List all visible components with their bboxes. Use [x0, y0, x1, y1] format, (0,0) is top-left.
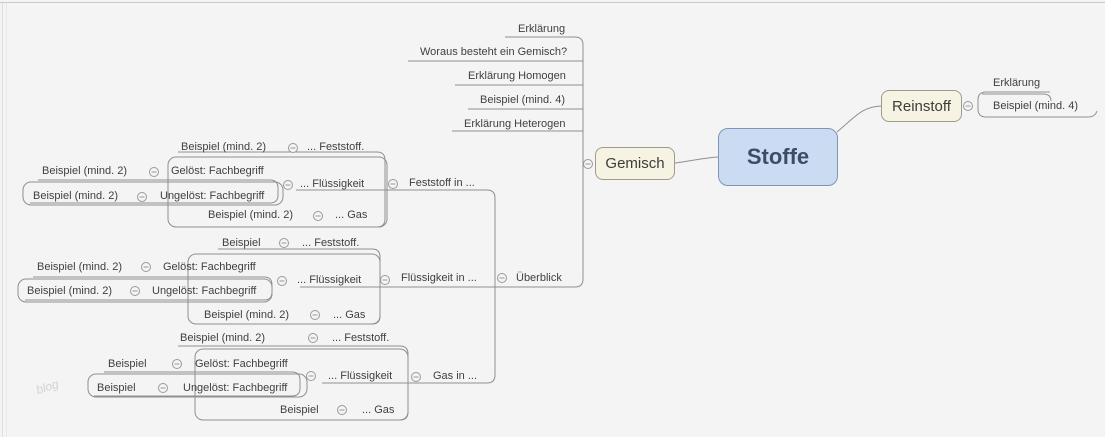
node-stoffe[interactable]: Stoffe [718, 128, 838, 186]
node-g2-geloest[interactable]: Gelöst: Fachbegriff [163, 261, 256, 273]
node-reinstoff-erklaerung[interactable]: Erklärung [993, 77, 1041, 89]
collapse-icon[interactable] [288, 143, 298, 153]
collapse-icon[interactable] [277, 276, 287, 286]
node-g3-feststoff-beispiel[interactable]: Beispiel (mind. 2) [180, 332, 265, 344]
node-g3-feststoff[interactable]: ... Feststoff. [332, 332, 390, 344]
node-g3-geloest-beispiel[interactable]: Beispiel [108, 358, 147, 370]
node-g2-feststoff[interactable]: ... Feststoff. [302, 237, 360, 249]
node-g2-geloest-beispiel[interactable]: Beispiel (mind. 2) [37, 261, 122, 273]
node-g1-fluessigkeit[interactable]: ... Flüssigkeit [300, 178, 365, 190]
collapse-icon[interactable] [158, 383, 168, 393]
collapse-icon[interactable] [411, 372, 421, 382]
window-left-border [2, 3, 3, 437]
edge-g3-inner [94, 371, 301, 397]
edge-reinstoff-beispiel [982, 93, 1052, 102]
collapse-icon[interactable] [308, 333, 318, 343]
collapse-icon[interactable] [283, 180, 293, 190]
node-g3-gas[interactable]: ... Gas [362, 404, 395, 416]
edge-stoffe-reinstoff [836, 105, 882, 133]
node-reinstoff[interactable]: Reinstoff [881, 90, 962, 122]
node-gemisch-erklaerung[interactable]: Erklärung [518, 23, 566, 35]
node-g1-feststoff-beispiel[interactable]: Beispiel (mind. 2) [181, 141, 266, 153]
collapse-icon[interactable] [130, 286, 140, 296]
node-g1-geloest[interactable]: Gelöst: Fachbegriff [171, 165, 264, 177]
collapse-icon[interactable] [497, 273, 507, 283]
collapse-icon[interactable] [306, 371, 316, 381]
node-g3-gas-beispiel[interactable]: Beispiel [280, 404, 319, 416]
node-feststoff-in[interactable]: Feststoff in ... [409, 177, 475, 189]
bubble-g2-ungeloest [17, 278, 273, 303]
node-g1-gas[interactable]: ... Gas [335, 209, 368, 221]
collapse-icon[interactable] [149, 167, 159, 177]
node-g1-ungeloest-beispiel[interactable]: Beispiel (mind. 2) [33, 190, 118, 202]
node-g1-gas-beispiel[interactable]: Beispiel (mind. 2) [208, 209, 293, 221]
node-g2-ungeloest-beispiel[interactable]: Beispiel (mind. 2) [27, 285, 112, 297]
node-g2-fluessigkeit[interactable]: ... Flüssigkeit [297, 274, 362, 286]
bubble-g1-ungeloest [22, 181, 284, 206]
collapse-icon[interactable] [310, 310, 320, 320]
collapse-icons [130, 101, 973, 415]
node-g3-ungeloest-beispiel[interactable]: Beispiel [97, 382, 136, 394]
window-left-border-inner [6, 3, 7, 437]
collapse-icon[interactable] [137, 192, 147, 202]
window-top-border [0, 2, 1105, 3]
collapse-icon[interactable] [279, 238, 289, 248]
node-g3-fluessigkeit[interactable]: ... Flüssigkeit [328, 370, 393, 382]
bubble-g3-fluessigkeit [194, 348, 409, 421]
collapse-icon[interactable] [141, 262, 151, 272]
node-gemisch-heterogen[interactable]: Erklärung Heterogen [464, 118, 566, 130]
node-gemisch-woraus[interactable]: Woraus besteht ein Gemisch? [420, 46, 568, 58]
node-g2-gas[interactable]: ... Gas [333, 309, 366, 321]
node-g2-feststoff-beispiel[interactable]: Beispiel [222, 237, 261, 249]
node-g1-feststoff[interactable]: ... Feststoff. [307, 141, 365, 153]
collapse-icon[interactable] [380, 275, 390, 285]
node-g3-ungeloest[interactable]: Ungelöst: Fachbegriff [183, 382, 288, 394]
node-g3-geloest[interactable]: Gelöst: Fachbegriff [195, 358, 288, 370]
collapse-icon[interactable] [172, 359, 182, 369]
bubble-g3-ungeloest [87, 373, 308, 398]
bubble-g2-fluessigkeit [187, 253, 381, 325]
bubble-g1-fluessigkeit [167, 156, 388, 228]
collapse-icon[interactable] [583, 159, 593, 169]
edge-gemisch-top-rail [495, 36, 584, 288]
node-g2-gas-beispiel[interactable]: Beispiel (mind. 2) [204, 309, 289, 321]
node-gas-in[interactable]: Gas in ... [433, 370, 478, 382]
collapse-icon[interactable] [337, 405, 347, 415]
node-gemisch-beispiel[interactable]: Beispiel (mind. 4) [480, 94, 565, 106]
node-gemisch-homogen[interactable]: Erklärung Homogen [468, 70, 566, 82]
node-g2-ungeloest[interactable]: Ungelöst: Fachbegriff [152, 285, 257, 297]
edge-gemisch-stoffe [674, 156, 719, 164]
collapse-icon[interactable] [963, 101, 973, 111]
node-fluessigkeit-in[interactable]: Flüssigkeit in ... [401, 272, 477, 284]
node-gemisch[interactable]: Gemisch [595, 147, 675, 180]
node-ueberblick[interactable]: Überblick [516, 272, 562, 284]
edge-g1-inner [30, 179, 279, 204]
collapse-icon[interactable] [313, 211, 323, 221]
edge-reinstoff-children [977, 91, 1098, 118]
node-reinstoff-beispiel[interactable]: Beispiel (mind. 4) [993, 100, 1078, 112]
collapse-icon[interactable] [388, 179, 398, 189]
node-g1-ungeloest[interactable]: Ungelöst: Fachbegriff [160, 190, 265, 202]
node-g1-geloest-beispiel[interactable]: Beispiel (mind. 2) [42, 165, 127, 177]
